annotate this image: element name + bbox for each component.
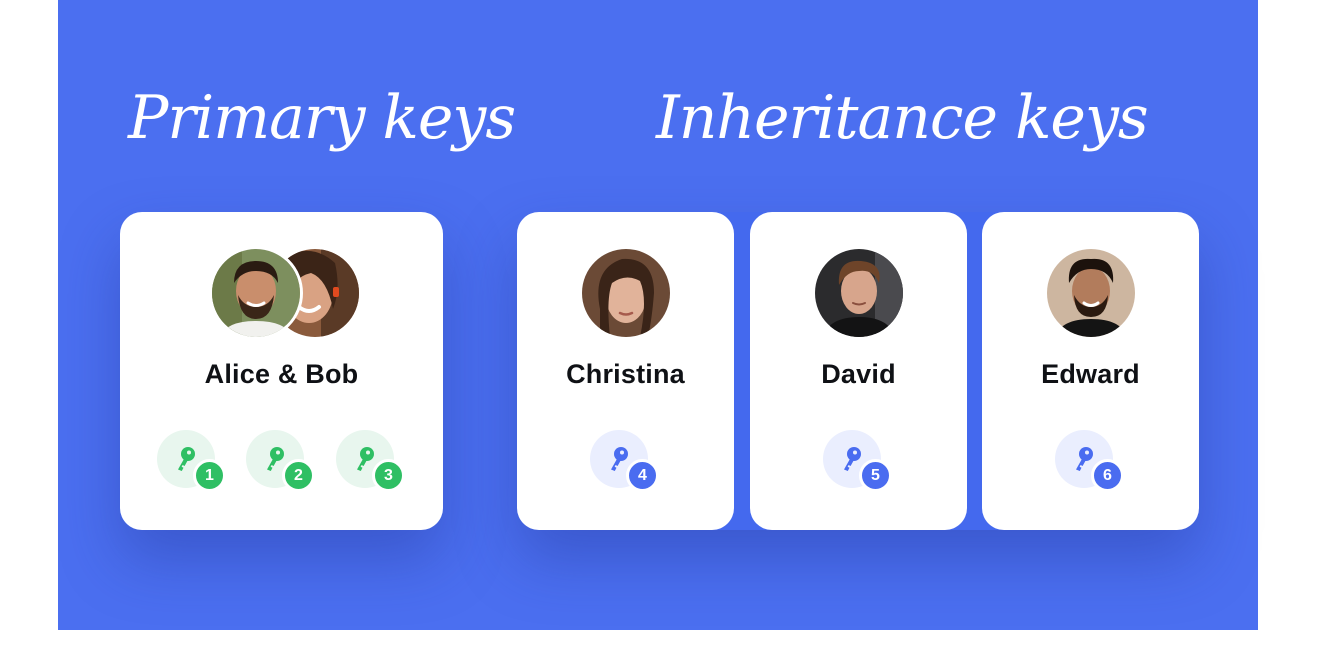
inheritance-keys-title: Inheritance keys: [656, 83, 1149, 153]
inheritance-key-5: 5: [823, 430, 892, 492]
key-number-badge: 5: [859, 459, 892, 492]
primary-key-3: 3: [336, 430, 405, 492]
key-number-badge: 1: [193, 459, 226, 492]
inheritance-key-6: 6: [1055, 430, 1124, 492]
inheritance-card-edward: Edward 6: [982, 212, 1199, 530]
primary-keys-card: Alice & Bob 1 2 3: [120, 212, 443, 530]
key-number-badge: 6: [1091, 459, 1124, 492]
diagram-canvas: Primary keys Inheritance keys: [58, 0, 1258, 630]
primary-keys-title: Primary keys: [128, 83, 516, 153]
primary-key-1: 1: [157, 430, 226, 492]
inheritance-key-4: 4: [590, 430, 659, 492]
person-avatar-man-beard: [209, 246, 303, 340]
person-avatar-woman: [581, 249, 670, 337]
key-number-badge: 4: [626, 459, 659, 492]
key-number-badge: 3: [372, 459, 405, 492]
inheritance-card-david: David 5: [750, 212, 967, 530]
person-avatar-man: [814, 249, 903, 337]
david-name: David: [821, 359, 896, 389]
person-avatar-man-beard: [1046, 249, 1135, 337]
inheritance-card-christina: Christina 4: [517, 212, 734, 530]
primary-key-2: 2: [246, 430, 315, 492]
primary-card-name: Alice & Bob: [204, 359, 359, 389]
christina-name: Christina: [566, 359, 685, 389]
key-number-badge: 2: [282, 459, 315, 492]
edward-name: Edward: [1041, 359, 1140, 389]
